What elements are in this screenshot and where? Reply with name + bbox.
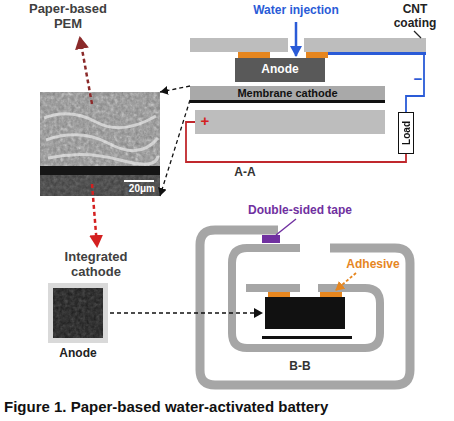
sem-fibre-texture — [40, 92, 160, 168]
sem-photo-box: 20μm — [40, 92, 160, 196]
cnt-coating — [328, 52, 426, 55]
node-text: Anode — [48, 347, 108, 360]
double-sided-tape — [262, 235, 280, 243]
detail-connector — [160, 100, 190, 196]
folded-outer-sheet — [200, 230, 410, 385]
adhesive-strip — [320, 292, 342, 297]
positive-wire — [186, 122, 406, 162]
section-label: A-A — [220, 166, 270, 180]
part-label: Double-sided tape — [226, 204, 374, 218]
top-left-plate — [190, 38, 288, 52]
cathode-layer — [262, 336, 352, 339]
part-label: CNT coating — [384, 3, 446, 31]
node-text: 20μm — [129, 183, 155, 194]
top-right-plate — [304, 38, 426, 52]
section-label: B-B — [275, 360, 325, 374]
part-label: Adhesive — [343, 258, 403, 272]
node-text: Membrane cathode — [237, 87, 337, 99]
adhesive-strip — [268, 292, 290, 297]
anode-photo — [53, 288, 103, 338]
sem-substrate — [40, 175, 160, 196]
cathode-leader-arrow — [92, 184, 97, 246]
anode-photo-box: Anode — [48, 283, 108, 343]
sem-photo — [40, 92, 160, 196]
scale-bar — [124, 180, 154, 182]
polarity-sign: + — [198, 112, 212, 129]
cathode-layer — [190, 100, 385, 103]
adhesive-leader — [336, 273, 356, 290]
sem-fibres — [44, 114, 158, 164]
bottom-plate — [195, 110, 385, 134]
photo-pointer-arrow — [110, 312, 262, 314]
negative-wire — [406, 55, 424, 112]
part-label: Paper-based PEM — [22, 2, 114, 32]
node-text: Load — [401, 121, 412, 145]
pem-leader-arrow — [80, 38, 92, 104]
membrane-cathode-box: Membrane cathode — [190, 86, 385, 100]
water-arrow — [295, 22, 298, 56]
load-box: Load — [398, 112, 414, 154]
inner-sheet-flap — [246, 284, 300, 292]
anode-box: Anode — [235, 58, 325, 82]
part-label: Integrated cathode — [50, 250, 142, 280]
anode-photo-frame — [48, 283, 108, 343]
tape-leader — [276, 219, 296, 235]
flow-label: Water injection — [236, 4, 356, 18]
polarity-sign: − — [411, 70, 425, 87]
sem-cathode-layer — [40, 166, 160, 175]
detail-connector — [160, 86, 190, 92]
anode-layer — [265, 297, 345, 329]
sem-substrate-texture — [40, 175, 160, 196]
anode-photo-texture — [53, 288, 103, 338]
cnt-leader — [414, 31, 421, 38]
node-text: Anode — [261, 63, 298, 76]
figure-caption: Figure 1. Paper-based water-activated ba… — [4, 398, 444, 415]
